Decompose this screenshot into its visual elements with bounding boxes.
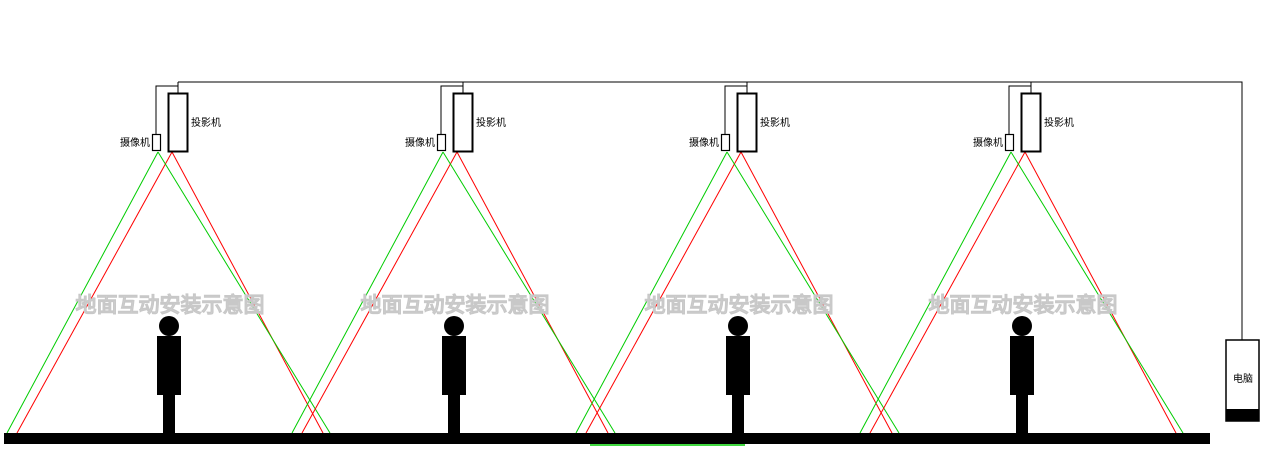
camera-wire-4 xyxy=(1008,85,1031,134)
watermark-3: 地面互动安装示意图 xyxy=(645,293,834,317)
projector-body xyxy=(1020,92,1042,153)
person-legs xyxy=(1016,393,1028,434)
person-head xyxy=(159,316,179,336)
person-legs xyxy=(448,393,460,434)
computer-base xyxy=(1226,409,1259,421)
camera-beam-right-3 xyxy=(726,151,900,434)
camera-wire-1 xyxy=(155,85,178,134)
camera-body xyxy=(151,133,162,152)
camera-beam-right-2 xyxy=(442,151,616,434)
watermarks: 地面互动安装示意图 地面互动安装示意图 地面互动安装示意图 地面互动安装示意图 xyxy=(75,293,1118,318)
projector-body xyxy=(452,92,474,153)
projector-1: 投影机 xyxy=(167,92,221,153)
camera-beam-left-2 xyxy=(291,151,444,434)
projector-beam-right-2 xyxy=(456,151,609,434)
projector-beam-left-1 xyxy=(16,151,173,434)
person-body xyxy=(726,336,750,395)
person-head xyxy=(1012,316,1032,336)
main-bus-wire xyxy=(178,81,1243,340)
projector-body xyxy=(167,92,189,153)
computer-label: 电脑 xyxy=(1233,372,1253,385)
camera-body xyxy=(720,133,731,152)
person-body xyxy=(1010,336,1034,395)
projector-label: 投影机 xyxy=(476,116,506,129)
computer: 电脑 xyxy=(1225,339,1260,422)
computer-body xyxy=(1225,339,1260,422)
camera-4: 摄像机 xyxy=(973,133,1015,152)
projector-beam-right-1 xyxy=(171,151,324,434)
floor xyxy=(4,433,1210,444)
person-4 xyxy=(1010,316,1034,434)
camera-wire-2 xyxy=(440,85,463,134)
projector-2: 投影机 xyxy=(452,92,506,153)
person-body xyxy=(442,336,466,395)
person-body xyxy=(157,336,181,395)
person-legs xyxy=(163,393,175,434)
projector-beam-right-3 xyxy=(740,151,893,434)
watermark-2: 地面互动安装示意图 xyxy=(361,293,550,317)
projector-label: 投影机 xyxy=(760,116,790,129)
projector-beam-right-4 xyxy=(1024,151,1177,434)
person-1 xyxy=(157,316,181,434)
camera-wire-3 xyxy=(724,85,747,134)
camera-beam-left-3 xyxy=(575,151,728,434)
camera-2: 摄像机 xyxy=(405,133,447,152)
person-3 xyxy=(726,316,750,434)
camera-beam-left-1 xyxy=(6,151,159,434)
wiring xyxy=(155,81,1243,340)
projector-body xyxy=(736,92,758,153)
camera-1: 摄像机 xyxy=(120,133,162,152)
person-head xyxy=(444,316,464,336)
camera-beam-right-1 xyxy=(157,151,331,434)
watermark-4: 地面互动安装示意图 xyxy=(929,293,1118,317)
projector-beam-left-3 xyxy=(585,151,742,434)
beams xyxy=(6,151,1184,434)
person-legs xyxy=(732,393,744,434)
people xyxy=(157,316,1034,434)
person-2 xyxy=(442,316,466,434)
projector-beam-left-4 xyxy=(869,151,1026,434)
camera-label: 摄像机 xyxy=(689,136,719,149)
watermark-1: 地面互动安装示意图 xyxy=(76,293,265,317)
camera-label: 摄像机 xyxy=(405,136,435,149)
projector-label: 投影机 xyxy=(191,116,221,129)
camera-body xyxy=(1004,133,1015,152)
camera-beam-right-4 xyxy=(1010,151,1184,434)
camera-beam-left-4 xyxy=(859,151,1012,434)
projector-3: 投影机 xyxy=(736,92,790,153)
camera-body xyxy=(436,133,447,152)
camera-3: 摄像机 xyxy=(689,133,731,152)
camera-label: 摄像机 xyxy=(973,136,1003,149)
camera-label: 摄像机 xyxy=(120,136,150,149)
projector-beam-left-2 xyxy=(301,151,458,434)
projector-label: 投影机 xyxy=(1044,116,1074,129)
projector-4: 投影机 xyxy=(1020,92,1074,153)
person-head xyxy=(728,316,748,336)
